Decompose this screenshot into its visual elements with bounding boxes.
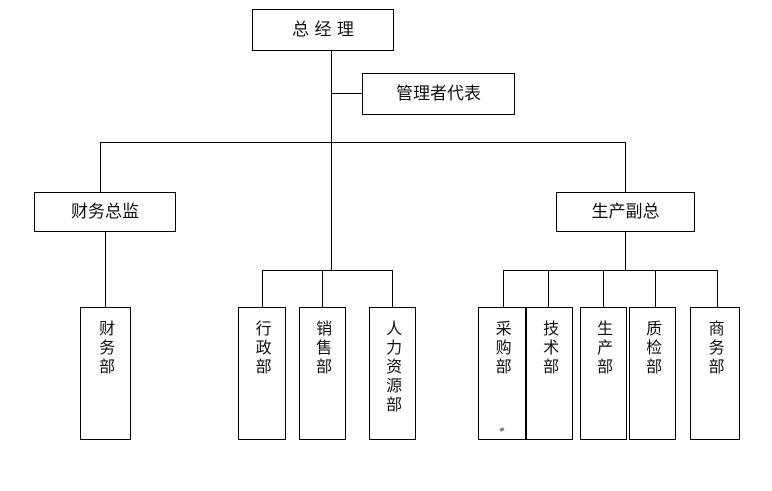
node-sales-dept-label: 销售部 <box>313 320 333 377</box>
connector-drop-sales <box>322 270 323 307</box>
node-quality-dept[interactable]: 质检部 <box>629 307 676 440</box>
node-general-manager[interactable]: 总 经 理 <box>252 9 394 51</box>
node-admin-dept-label: 行政部 <box>252 320 272 377</box>
node-hr-dept-label: 人力资源部 <box>383 320 403 415</box>
node-finance-dept-label: 财务部 <box>96 320 116 377</box>
node-finance-dept[interactable]: 财务部 <box>80 307 131 440</box>
node-production-vp-label: 生产副总 <box>591 201 660 222</box>
connector-drop-production <box>603 270 604 307</box>
node-production-dept-label: 生产部 <box>594 320 614 377</box>
node-hr-dept[interactable]: 人力资源部 <box>369 307 416 440</box>
node-management-representative-label: 管理者代表 <box>396 83 481 104</box>
connector-management-rep <box>331 93 363 94</box>
connector-drop-hr <box>392 270 393 307</box>
connector-drop-quality <box>655 270 656 307</box>
connector-drop-production-vp <box>625 142 626 192</box>
node-production-vp[interactable]: 生产副总 <box>556 192 695 232</box>
connector-drop-admin <box>262 270 263 307</box>
node-technology-dept[interactable]: 技术部 <box>526 307 573 440</box>
node-sales-dept[interactable]: 销售部 <box>299 307 346 440</box>
connector-drop-purchasing <box>503 270 504 307</box>
node-general-manager-label: 总 经 理 <box>292 19 354 40</box>
connector-drop-center-group <box>331 142 332 270</box>
connector-finance-director-to-dept <box>105 231 106 307</box>
node-quality-dept-label: 质检部 <box>643 320 663 377</box>
node-admin-dept[interactable]: 行政部 <box>238 307 286 440</box>
node-purchasing-dept-label: 采购部 <box>492 320 512 377</box>
connector-middle-group-bus <box>262 270 393 271</box>
node-business-dept[interactable]: 商务部 <box>690 307 740 440</box>
node-purchasing-dept[interactable]: 采购部 <box>478 307 526 440</box>
connector-drop-technology <box>548 270 549 307</box>
node-management-representative[interactable]: 管理者代表 <box>362 73 515 115</box>
node-technology-dept-label: 技术部 <box>540 320 560 377</box>
connector-gm-trunk <box>331 50 332 143</box>
connector-drop-business <box>717 270 718 307</box>
connector-drop-finance-director <box>100 142 101 192</box>
node-production-dept[interactable]: 生产部 <box>580 307 627 440</box>
connector-main-bus <box>100 142 626 143</box>
connector-right-group-bus <box>503 270 718 271</box>
node-finance-director-label: 财务总监 <box>71 201 139 222</box>
node-finance-director[interactable]: 财务总监 <box>34 192 176 232</box>
connector-production-vp-trunk <box>625 231 626 270</box>
node-business-dept-label: 商务部 <box>705 320 725 377</box>
